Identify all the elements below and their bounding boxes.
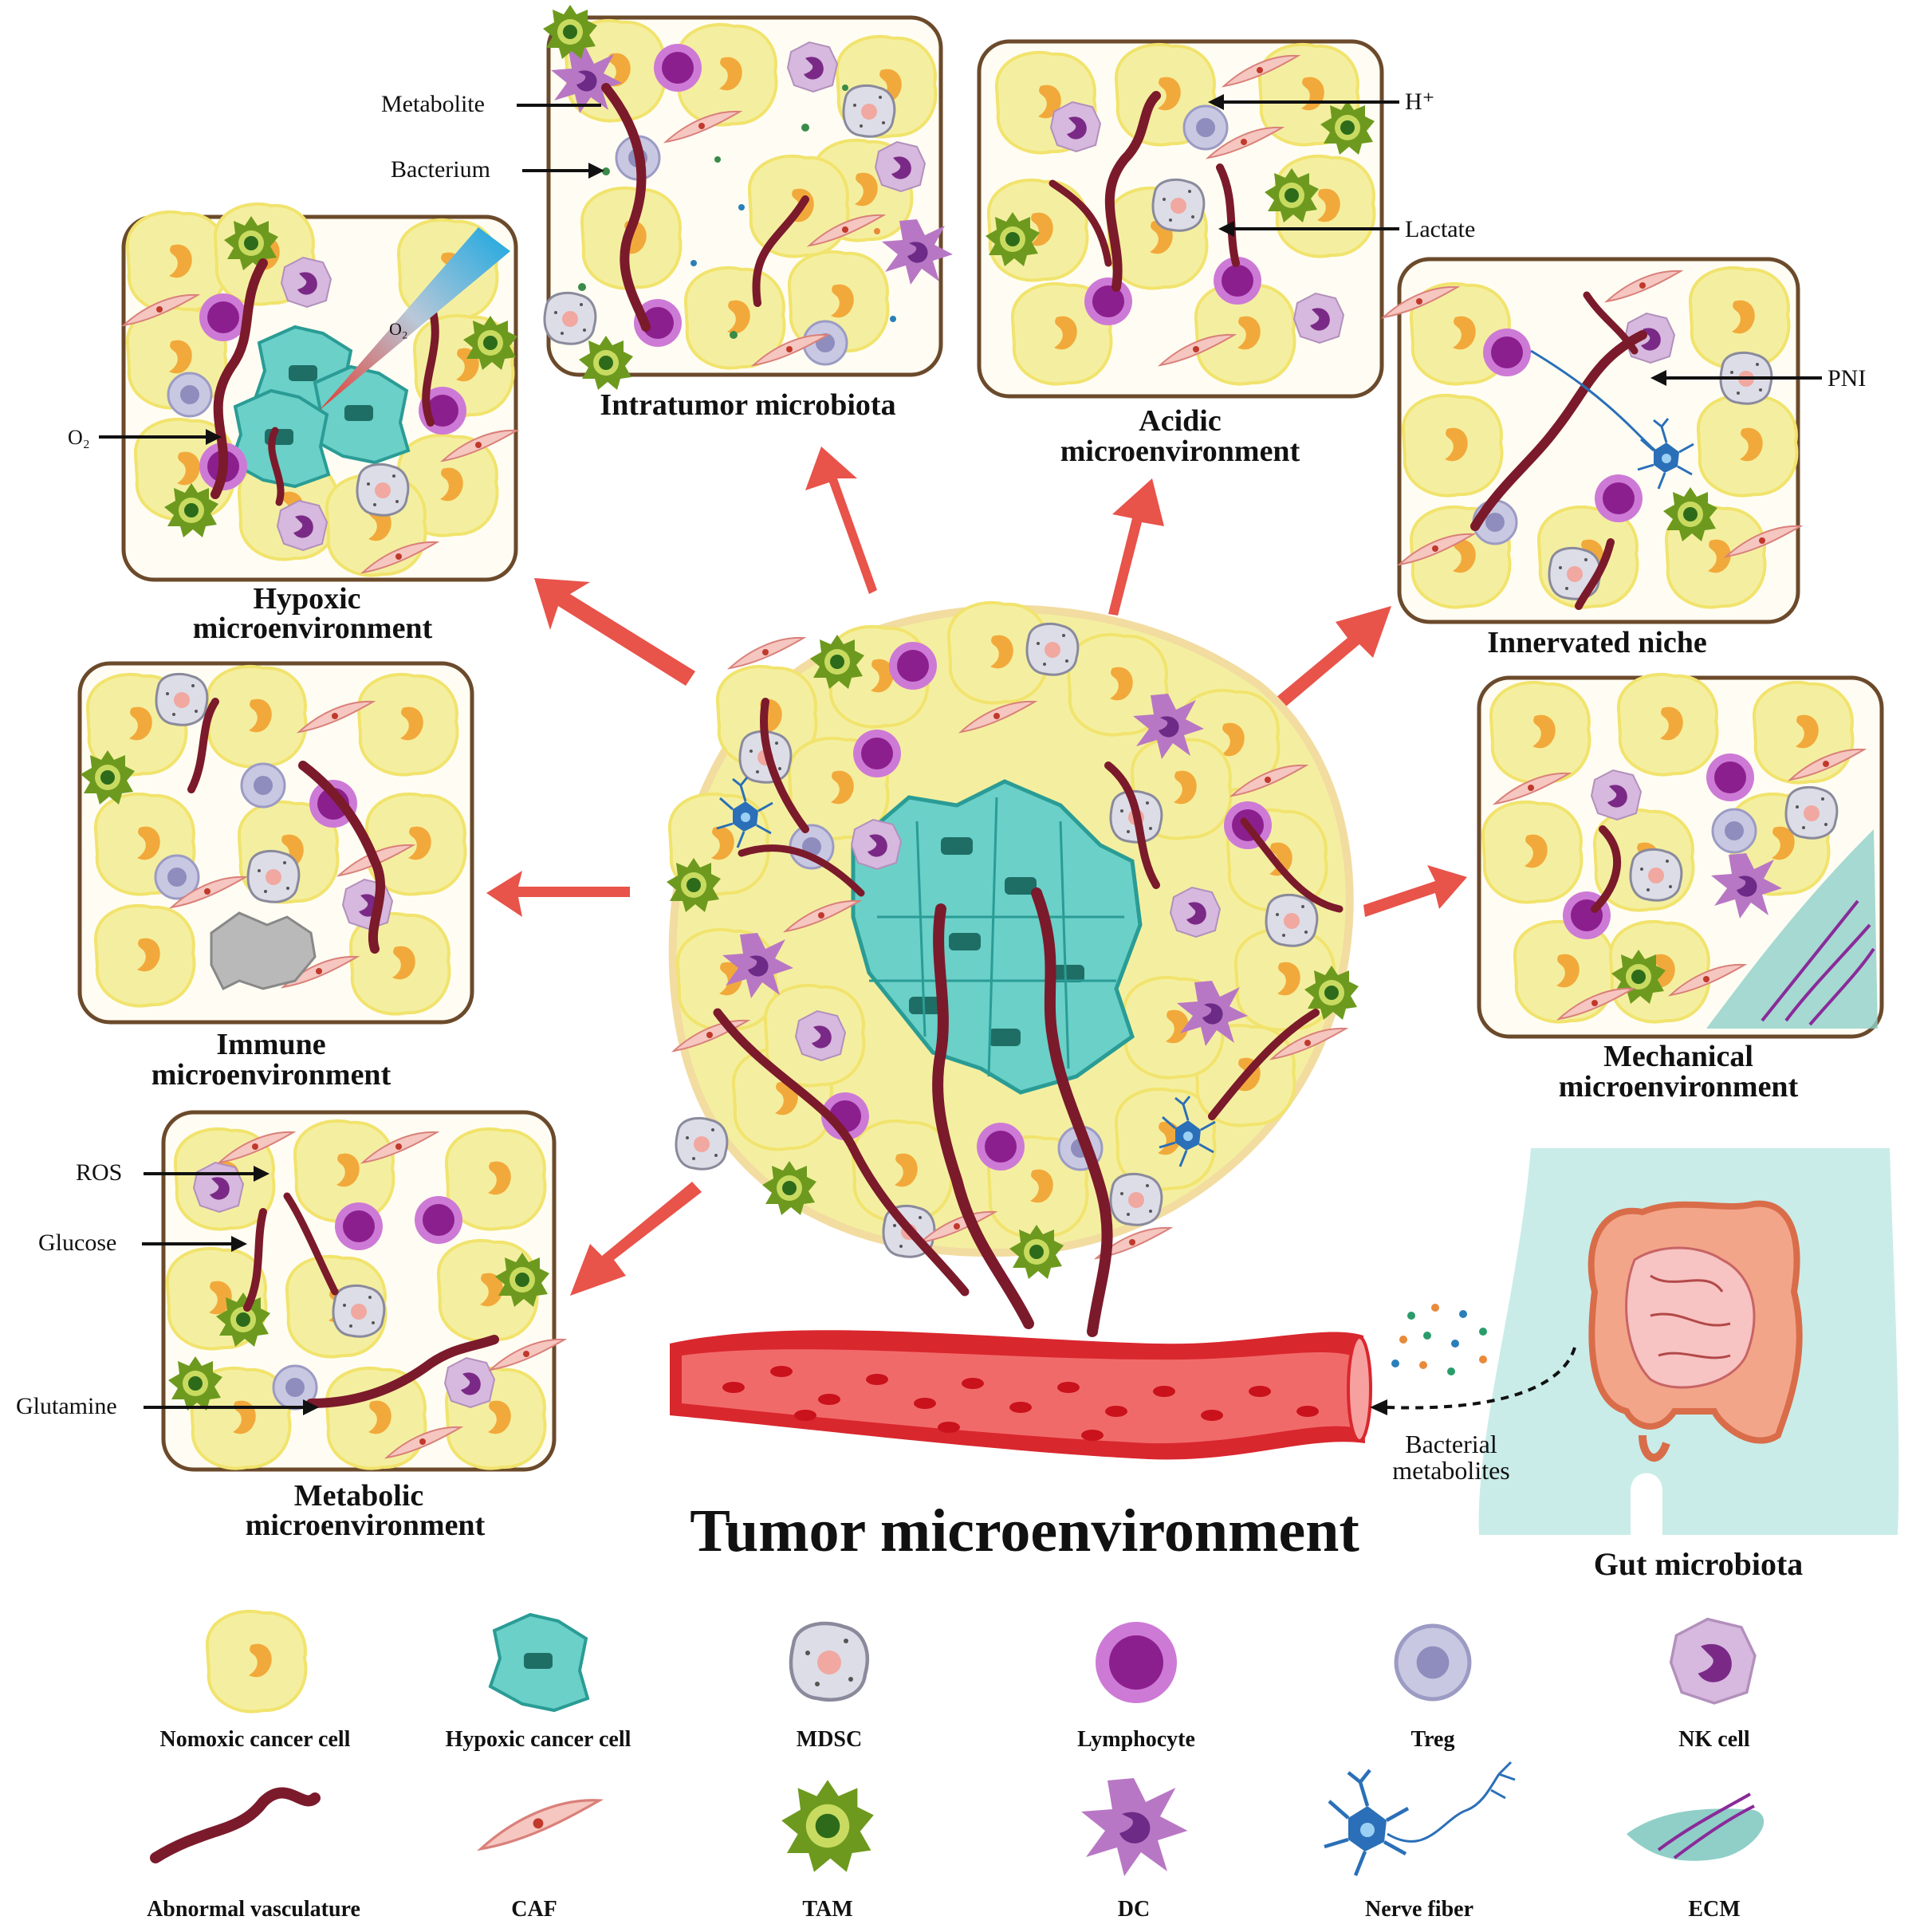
legend-label-vasculature: Abnormal vasculature [147,1897,360,1922]
metabolic-cells [165,1119,565,1470]
panel-metabolic: ROS Glucose Glutamine Metabolic microenv… [16,1110,565,1542]
legend-item-lymphocyte: Lymphocyte [1077,1622,1195,1752]
tumor-vessels [713,698,1344,1337]
intratumor-cells [543,5,953,390]
mechanical-cells [1481,672,1878,1029]
arrow-to-metabolic [570,1182,702,1296]
metabolite-label: Metabolite [381,91,485,117]
legend-label-dc: DC [1118,1897,1150,1922]
main-title: Tumor microenvironment [690,1497,1359,1564]
acidic-cells [986,42,1376,386]
hypoxic-title-line1: Hypoxic [253,582,360,616]
legend-item-mdsc: MDSC [791,1623,868,1752]
legend-label-lymphocyte: Lymphocyte [1077,1727,1195,1752]
innervated-cells [1383,266,1801,610]
legend-label-caf: CAF [511,1897,557,1922]
panel-mechanical: Mechanical microenvironment [1477,672,1884,1104]
legend-label-treg: Treg [1411,1727,1455,1752]
glutamine-label-group: Glutamine [16,1393,319,1419]
metabolite-label-group: Metabolite [381,91,601,117]
metabolic-title-line1: Metabolic [294,1479,424,1513]
legend-label-nk: NK cell [1678,1727,1750,1752]
bacterium-label-group: Bacterium [391,156,604,183]
legend-item-vasculature: Abnormal vasculature [147,1787,360,1922]
lactate-label-group: Lactate [1218,216,1475,242]
oxygen-beam: O₂ [319,227,510,411]
red-arrows [486,447,1467,1296]
arrow-to-innervated [1252,606,1391,727]
o2-label: O₂ [68,426,90,449]
beam-o2-label: O₂ [389,319,408,339]
metabolite-dots [1391,1304,1487,1375]
mechanical-title-line2: microenvironment [1559,1070,1799,1104]
arrow-to-intratumor [805,447,877,594]
immune-cells [81,664,467,1016]
mechanical-title-line1: Mechanical [1603,1040,1753,1073]
ros-label: ROS [76,1159,122,1186]
lactate-label: Lactate [1405,216,1475,242]
legend-label-normoxic: Nomoxic cancer cell [160,1727,351,1752]
blood-vessel [670,1330,1372,1460]
legend-item-dc: DC [1081,1778,1188,1922]
arrow-to-immune [486,871,630,917]
bacterial-metabolites-line2: metabolites [1392,1456,1510,1485]
legend-item-nk: NK cell [1669,1617,1757,1752]
arrow-to-mechanical [1363,865,1467,917]
panel-intratumor-microbiota: Metabolite Bacterium Intratumor microbio… [381,5,953,422]
h-ion-label: H⁺ [1405,89,1435,115]
innervated-title: Innervated niche [1487,626,1707,659]
dead-cell [210,911,317,991]
central-tumor [667,600,1359,1337]
panel-acidic: H⁺ Lactate Acidic microenvironment [977,39,1475,468]
immune-title-line2: microenvironment [151,1058,391,1092]
panel-hypoxic: O₂ O₂ Hypoxic microenvironment [68,202,518,645]
intestine [1587,1200,1803,1462]
glucose-label: Glucose [38,1230,116,1256]
legend-label-hypoxic: Hypoxic cancer cell [446,1727,631,1752]
arrow-to-hypoxic [534,578,695,686]
legend-item-normoxic: Nomoxic cancer cell [160,1609,351,1752]
bacterium-label: Bacterium [391,156,490,183]
gut-microbiota: Bacterial metabolites Gut microbiota [1370,1148,1899,1582]
pni-label-group: PNI [1650,365,1866,392]
legend-item-ecm: ECM [1627,1792,1765,1922]
glutamine-label: Glutamine [16,1393,117,1419]
legend-label-mdsc: MDSC [797,1727,862,1752]
intratumor-title: Intratumor microbiota [600,388,895,422]
h-label-group: H⁺ [1208,89,1435,115]
metabolic-title-line2: microenvironment [246,1509,486,1542]
arrow-to-acidic [1108,478,1164,616]
legend-item-treg: Treg [1396,1626,1469,1752]
hypoxic-title-line2: microenvironment [193,612,433,645]
bacteria-dots [578,85,896,339]
red-blood-cells [722,1366,1319,1441]
gut-microbiota-title: Gut microbiota [1594,1546,1804,1582]
immune-title-line1: Immune [216,1028,325,1061]
panel-immune: Immune microenvironment [77,661,474,1092]
pni-label: PNI [1827,365,1866,392]
legend-label-tam: TAM [802,1897,852,1922]
legend-item-tam: TAM [781,1780,874,1922]
bacterial-metabolites-line1: Bacterial [1405,1430,1497,1458]
legend-item-nerve: Nerve fiber [1324,1761,1516,1922]
ecm-region [1706,829,1878,1029]
legend-item-caf: CAF [479,1799,601,1922]
glucose-label-group: Glucose [38,1230,247,1256]
metabolite-dashed-arrow [1387,1347,1576,1410]
panel-innervated-niche: PNI Innervated niche [1383,257,1866,659]
legend-label-nerve: Nerve fiber [1365,1897,1473,1922]
hypoxic-cells [123,202,517,577]
o2-label-group: O₂ [68,426,222,449]
ros-label-group: ROS [76,1159,269,1186]
legend-item-hypoxic: Hypoxic cancer cell [446,1613,631,1752]
legend: Nomoxic cancer cell Hypoxic cancer cell … [147,1609,1765,1922]
legend-label-ecm: ECM [1688,1897,1740,1922]
acidic-title-line2: microenvironment [1060,435,1300,468]
tumor-hypoxic-core [851,779,1143,1095]
acidic-title-line1: Acidic [1139,404,1221,438]
